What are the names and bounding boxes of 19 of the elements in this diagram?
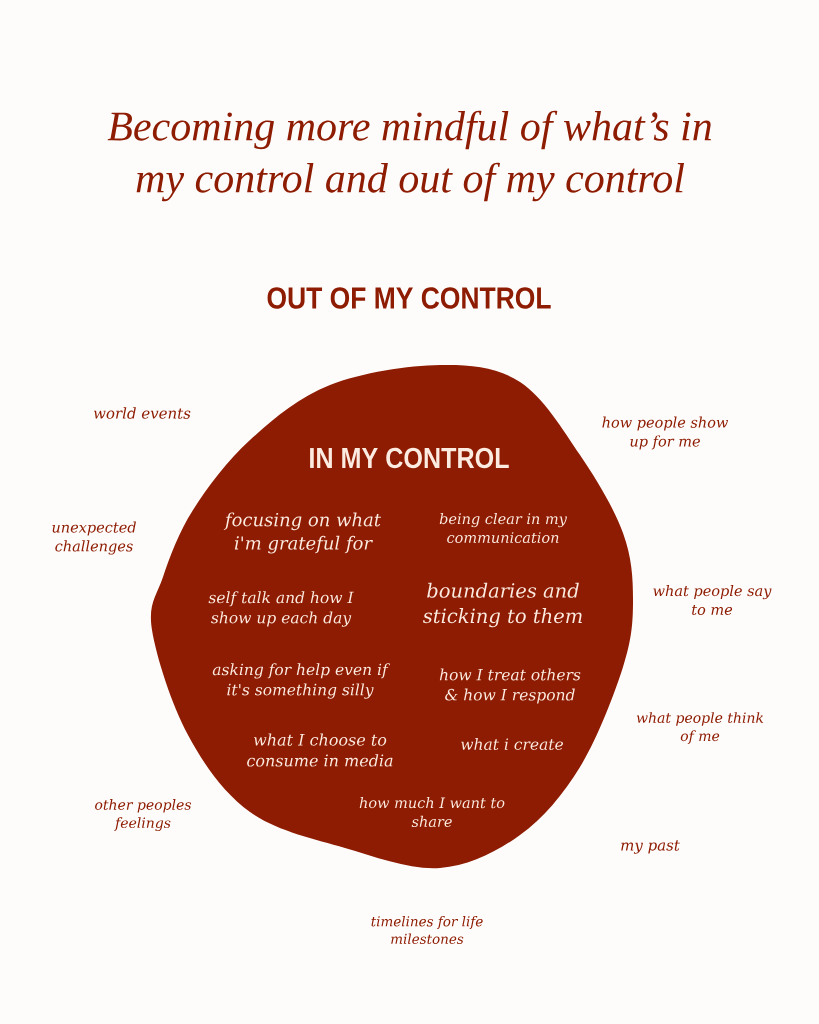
note-text: what people say to me <box>653 584 772 616</box>
item-text: how much I want to share <box>359 796 505 828</box>
item-text: what i create <box>461 738 563 750</box>
note-text: how people show up for me <box>602 416 729 450</box>
note-text: world events <box>93 407 191 419</box>
note-text: unexpected challenges <box>52 521 136 555</box>
item-text: boundaries and sticking to them <box>423 582 582 628</box>
note-text: my past <box>621 840 680 854</box>
blob-heading: IN MY CONTROL <box>310 447 509 469</box>
note-text: other peoples feelings <box>95 799 192 831</box>
section-heading: OUT OF MY CONTROL <box>267 287 551 309</box>
item-text: how I treat others & how I respond <box>439 668 581 704</box>
item-text: asking for help even if it's something silly <box>212 663 390 699</box>
title: Becoming more mindful of what’s in my control and out of my control <box>107 110 711 202</box>
item-text: what I choose to consume in media <box>247 733 393 767</box>
item-text: self talk and how I show up each day <box>208 591 354 627</box>
item-text: being clear in my communication <box>439 512 568 544</box>
item-text: focusing on what i'm grateful for <box>223 512 382 554</box>
note-text: timelines for life milestones <box>371 916 483 944</box>
